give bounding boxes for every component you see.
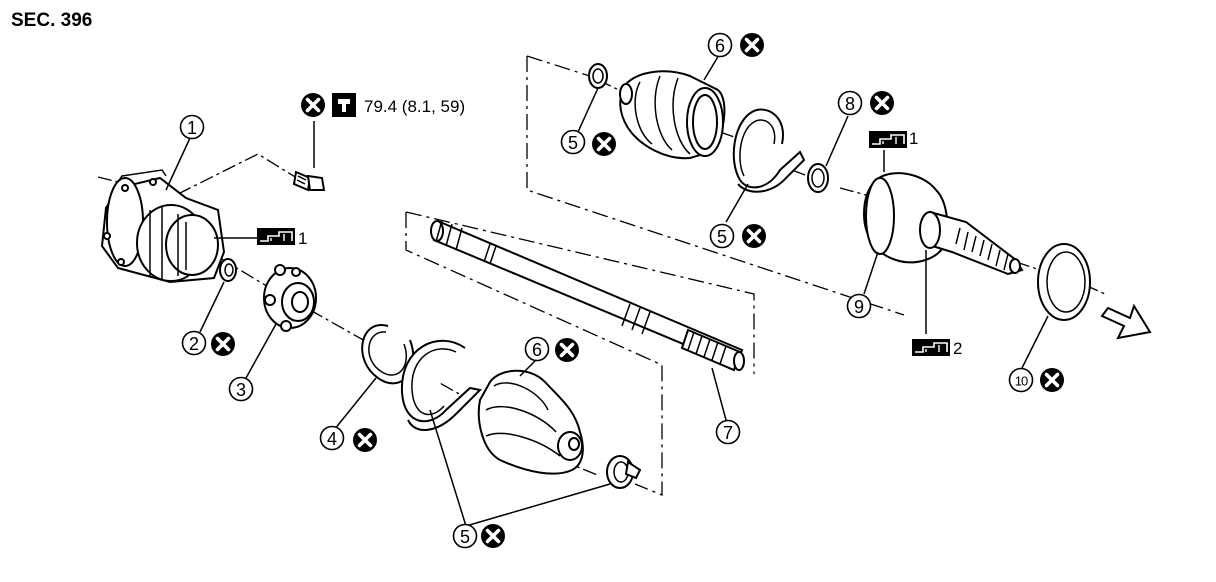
replace-icon-part-6-upper (738, 31, 766, 59)
callout-5-lower: 5 (452, 523, 478, 549)
grease-icon-outer-shaft (911, 338, 951, 357)
direction-arrow-icon (1100, 303, 1152, 340)
replace-icon-part-10 (1038, 366, 1066, 394)
callout-1-label: 1 (187, 118, 197, 138)
callout-7: 7 (715, 419, 741, 445)
grease-icon-outer-joint (868, 130, 908, 149)
spider-assembly (263, 264, 317, 332)
callout-4-label: 4 (327, 429, 337, 449)
callout-2: 2 (181, 330, 207, 356)
mounting-bolt (292, 121, 326, 192)
callout-1: 1 (179, 114, 205, 140)
callout-5-upper-right: 5 (709, 223, 735, 249)
callout-9: 9 (846, 293, 872, 319)
callout-5-lower-label: 5 (460, 527, 470, 547)
grease-label-outer-shaft: 2 (953, 339, 962, 358)
callout-10-label: 10 (1015, 374, 1028, 389)
callout-5-upper-left: 5 (560, 129, 586, 155)
callout-4: 4 (319, 425, 345, 451)
torque-spec: 79.4 (8.1, 59) (364, 97, 465, 116)
callout-6-lower: 6 (524, 336, 550, 362)
replace-icon-part-4 (351, 426, 379, 454)
boot-band-lower-small (606, 455, 642, 489)
callout-2-label: 2 (189, 334, 199, 354)
boot-band-lower-large (400, 339, 483, 432)
circlip (807, 163, 829, 193)
outer-joint-assembly (862, 172, 1024, 276)
callout-7-label: 7 (723, 423, 733, 443)
callout-10: 10 (1008, 367, 1034, 393)
callout-3-label: 3 (236, 380, 246, 400)
center-frame (405, 211, 755, 496)
replace-icon-part-6-lower (553, 336, 581, 364)
upper-frame (526, 55, 905, 316)
callout-6-lower-label: 6 (532, 340, 542, 360)
section-title: SEC. 396 (11, 10, 92, 31)
torque-wrench-icon (332, 93, 356, 117)
leader-lines (165, 49, 1049, 527)
replace-icon-part-5-lower (479, 522, 507, 550)
replace-icon-part-8 (868, 89, 896, 117)
grease-icon-housing (256, 227, 296, 246)
callout-8-label: 8 (845, 94, 855, 114)
callout-5-upper-left-label: 5 (568, 133, 578, 153)
boot-upper (619, 70, 726, 160)
grease-label-outer-joint: 1 (909, 129, 918, 148)
callout-6-upper: 6 (707, 32, 733, 58)
boot-band-upper-small (588, 63, 608, 89)
dust-shield-ring (1037, 243, 1091, 321)
boot-lower (477, 369, 584, 475)
outer-housing (100, 169, 226, 284)
callout-5-upper-right-label: 5 (717, 227, 727, 247)
snap-ring-small (219, 258, 237, 282)
replace-icon-bolt (299, 91, 327, 119)
callout-8: 8 (837, 90, 863, 116)
replace-icon-part-5-upper-right (740, 222, 768, 250)
snap-ring (361, 324, 415, 385)
boot-band-upper-large (732, 108, 806, 193)
replace-icon-part-2 (209, 330, 237, 358)
callout-3: 3 (228, 376, 254, 402)
callout-9-label: 9 (854, 297, 864, 317)
grease-label-housing: 1 (298, 229, 307, 248)
callout-6-upper-label: 6 (715, 36, 725, 56)
replace-icon-part-5-upper-left (590, 130, 618, 158)
drive-shaft (430, 219, 745, 372)
